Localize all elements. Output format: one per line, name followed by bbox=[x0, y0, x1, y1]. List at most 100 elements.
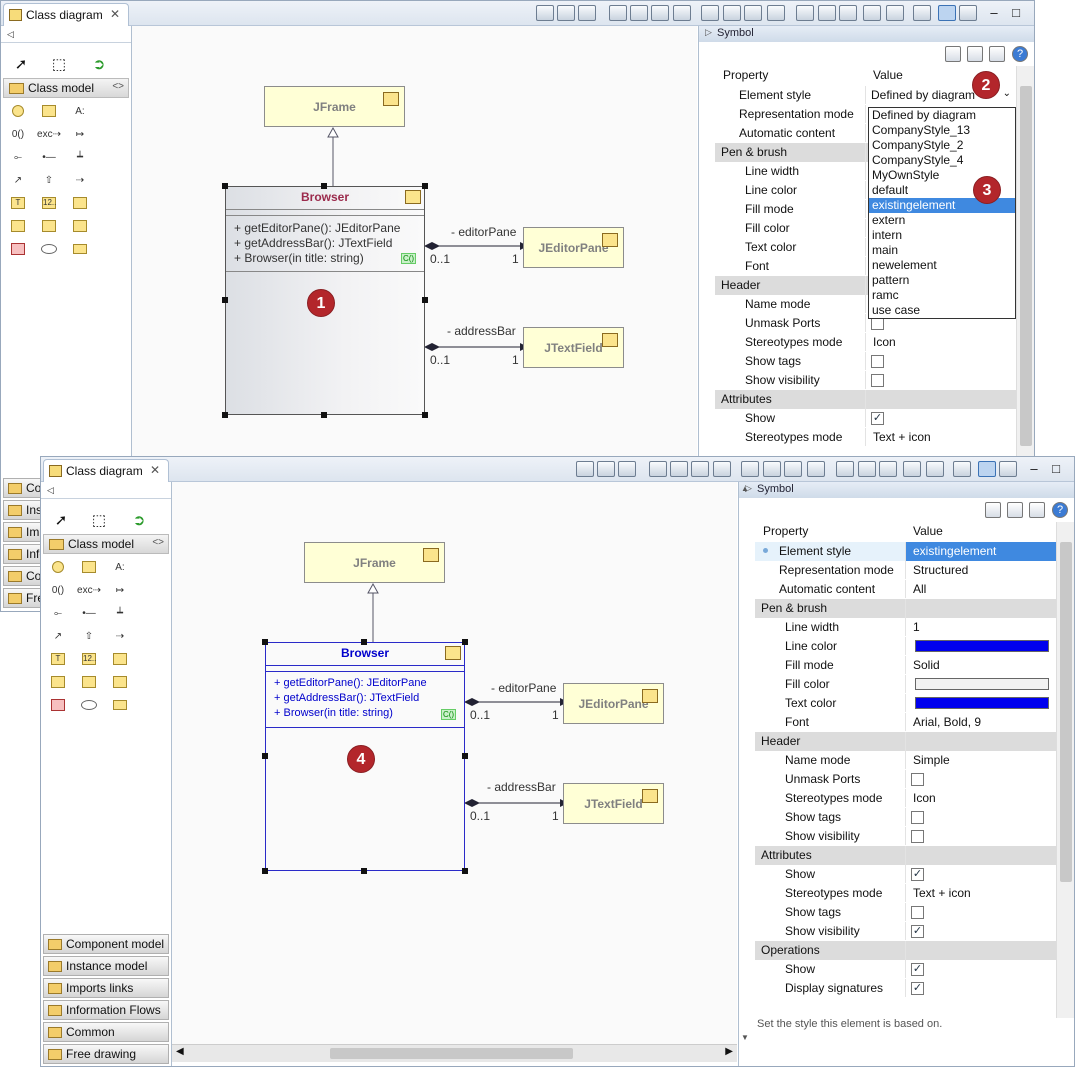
checkbox[interactable]: ✓ bbox=[911, 868, 924, 881]
association-icon[interactable]: ↦ bbox=[75, 128, 85, 140]
dropdown-option[interactable]: pattern bbox=[872, 273, 910, 287]
property-row-font[interactable]: Font bbox=[715, 257, 1016, 276]
package-icon[interactable] bbox=[49, 558, 67, 576]
hierarchy-icon[interactable] bbox=[967, 46, 983, 62]
align-left-icon[interactable] bbox=[796, 5, 814, 21]
palette-collapse-icon[interactable]: ◁ bbox=[7, 29, 14, 39]
n-ary-icon[interactable]: ┷ bbox=[76, 151, 84, 163]
property-row-attributes[interactable]: Attributes bbox=[755, 846, 1056, 865]
dropdown-option[interactable]: ramc bbox=[872, 288, 899, 302]
zoom-reset-icon[interactable] bbox=[557, 5, 575, 21]
close-icon[interactable]: ✕ bbox=[149, 463, 160, 477]
maximize-icon[interactable]: □ bbox=[1052, 461, 1060, 476]
aggregation-icon[interactable]: ⟜ bbox=[14, 151, 22, 163]
attribute-icon[interactable]: A: bbox=[115, 561, 125, 573]
property-row-operations[interactable]: Operations bbox=[755, 941, 1056, 960]
property-row-show-visibility[interactable]: Show visibility bbox=[715, 371, 1016, 390]
property-value[interactable]: existingelement bbox=[913, 544, 997, 558]
zoom-box-icon[interactable]: ⬚ bbox=[91, 512, 107, 529]
property-row-fill-mode[interactable]: Fill mode bbox=[715, 200, 1016, 219]
text-icon[interactable]: T bbox=[49, 650, 67, 668]
property-row-show-visibility[interactable]: Show visibility bbox=[755, 827, 1056, 846]
scroll-thumb[interactable] bbox=[1060, 542, 1072, 882]
selection-handle[interactable] bbox=[361, 639, 367, 645]
align-middle-icon[interactable] bbox=[763, 461, 781, 477]
selection-handle[interactable] bbox=[222, 412, 228, 418]
minimize-icon[interactable]: – bbox=[1030, 461, 1038, 476]
aggregation-icon[interactable]: ⟜ bbox=[54, 607, 62, 619]
palette-category-information-flows[interactable]: Information Flows bbox=[43, 1000, 169, 1020]
property-row-element-style[interactable]: Element style bbox=[715, 86, 1016, 105]
operation-icon[interactable]: 0() bbox=[51, 584, 65, 596]
property-row-fill-color[interactable]: Fill color bbox=[715, 219, 1016, 238]
property-row-header[interactable]: Header bbox=[755, 732, 1056, 751]
layout-icon[interactable] bbox=[999, 461, 1017, 477]
align-bottom-icon[interactable] bbox=[784, 461, 802, 477]
table-icon[interactable] bbox=[945, 46, 961, 62]
property-row-automatic-content[interactable]: Automatic content bbox=[715, 124, 1016, 143]
distribute-v-icon[interactable] bbox=[807, 461, 825, 477]
selection-handle[interactable] bbox=[262, 868, 268, 874]
selection-handle[interactable] bbox=[222, 183, 228, 189]
property-value[interactable]: Solid bbox=[913, 658, 940, 672]
dropdown-option[interactable]: main bbox=[872, 243, 899, 257]
palette-category-instance-model[interactable]: Instance model bbox=[43, 956, 169, 976]
style-icon[interactable] bbox=[1029, 502, 1045, 518]
diagram-canvas[interactable]: JFrame Browser + getEditorPane(): JEdito… bbox=[172, 482, 737, 1044]
hierarchy-icon[interactable] bbox=[1007, 502, 1023, 518]
checkbox[interactable]: ✓ bbox=[911, 982, 924, 995]
property-row-pen-brush[interactable]: Pen & brush bbox=[755, 599, 1056, 618]
layout-icon[interactable] bbox=[959, 5, 977, 21]
align-middle-icon[interactable] bbox=[723, 5, 741, 21]
align-top-icon[interactable] bbox=[701, 5, 719, 21]
style-icon[interactable] bbox=[989, 46, 1005, 62]
align-right-icon[interactable] bbox=[879, 461, 897, 477]
composition-icon[interactable]: •— bbox=[42, 151, 56, 163]
checkbox[interactable]: ✓ bbox=[911, 925, 924, 938]
fit-icon[interactable] bbox=[886, 5, 904, 21]
operation-get-editor-pane[interactable]: + getEditorPane(): JEditorPane bbox=[274, 677, 427, 689]
property-row-unmask-ports[interactable]: Unmask Ports bbox=[755, 770, 1056, 789]
selection-handle[interactable] bbox=[321, 412, 327, 418]
property-row-representation-mode[interactable]: Representation mode bbox=[715, 105, 1016, 124]
operation-browser-constructor[interactable]: + Browser(in title: string) bbox=[274, 707, 393, 719]
checkbox[interactable] bbox=[871, 374, 884, 387]
chevron-down-icon[interactable]: ⌄ bbox=[1002, 88, 1011, 99]
generalization-icon[interactable]: ↗ bbox=[53, 630, 63, 642]
property-row-show[interactable]: Show✓ bbox=[755, 960, 1056, 979]
class-icon[interactable] bbox=[80, 558, 98, 576]
color-swatch[interactable] bbox=[915, 697, 1049, 709]
property-row-show-tags[interactable]: Show tags bbox=[715, 352, 1016, 371]
instance-icon[interactable] bbox=[49, 696, 67, 714]
selection-handle[interactable] bbox=[262, 753, 268, 759]
property-row-text-color[interactable]: Text color bbox=[715, 238, 1016, 257]
select-arrow-icon[interactable]: ➚ bbox=[14, 56, 28, 73]
property-row-line-color[interactable]: Line color bbox=[715, 181, 1016, 200]
snapshot-icon[interactable] bbox=[651, 5, 669, 21]
property-value[interactable]: Icon bbox=[913, 791, 936, 805]
selection-handle[interactable] bbox=[422, 297, 428, 303]
class-jeditorpane[interactable]: JEditorPane bbox=[563, 683, 664, 724]
save-icon[interactable] bbox=[630, 5, 648, 21]
constraint-icon[interactable] bbox=[80, 673, 98, 691]
exception-icon[interactable]: exc⇢ bbox=[37, 128, 61, 140]
property-value[interactable]: Arial, Bold, 9 bbox=[913, 715, 982, 729]
class-jtextfield[interactable]: JTextField bbox=[523, 327, 624, 368]
scroll-left-icon[interactable]: ◀ bbox=[176, 1046, 184, 1057]
package-icon[interactable] bbox=[9, 102, 27, 120]
class-jtextfield[interactable]: JTextField bbox=[563, 783, 664, 824]
snapshot-icon[interactable] bbox=[691, 461, 709, 477]
folder-icon[interactable] bbox=[111, 696, 129, 714]
checkbox[interactable] bbox=[911, 811, 924, 824]
dropdown-option[interactable]: Defined by diagram bbox=[872, 108, 977, 122]
selection-handle[interactable] bbox=[422, 183, 428, 189]
palette-category-component-model[interactable]: Component model bbox=[43, 934, 169, 954]
distribute-v-icon[interactable] bbox=[767, 5, 785, 21]
